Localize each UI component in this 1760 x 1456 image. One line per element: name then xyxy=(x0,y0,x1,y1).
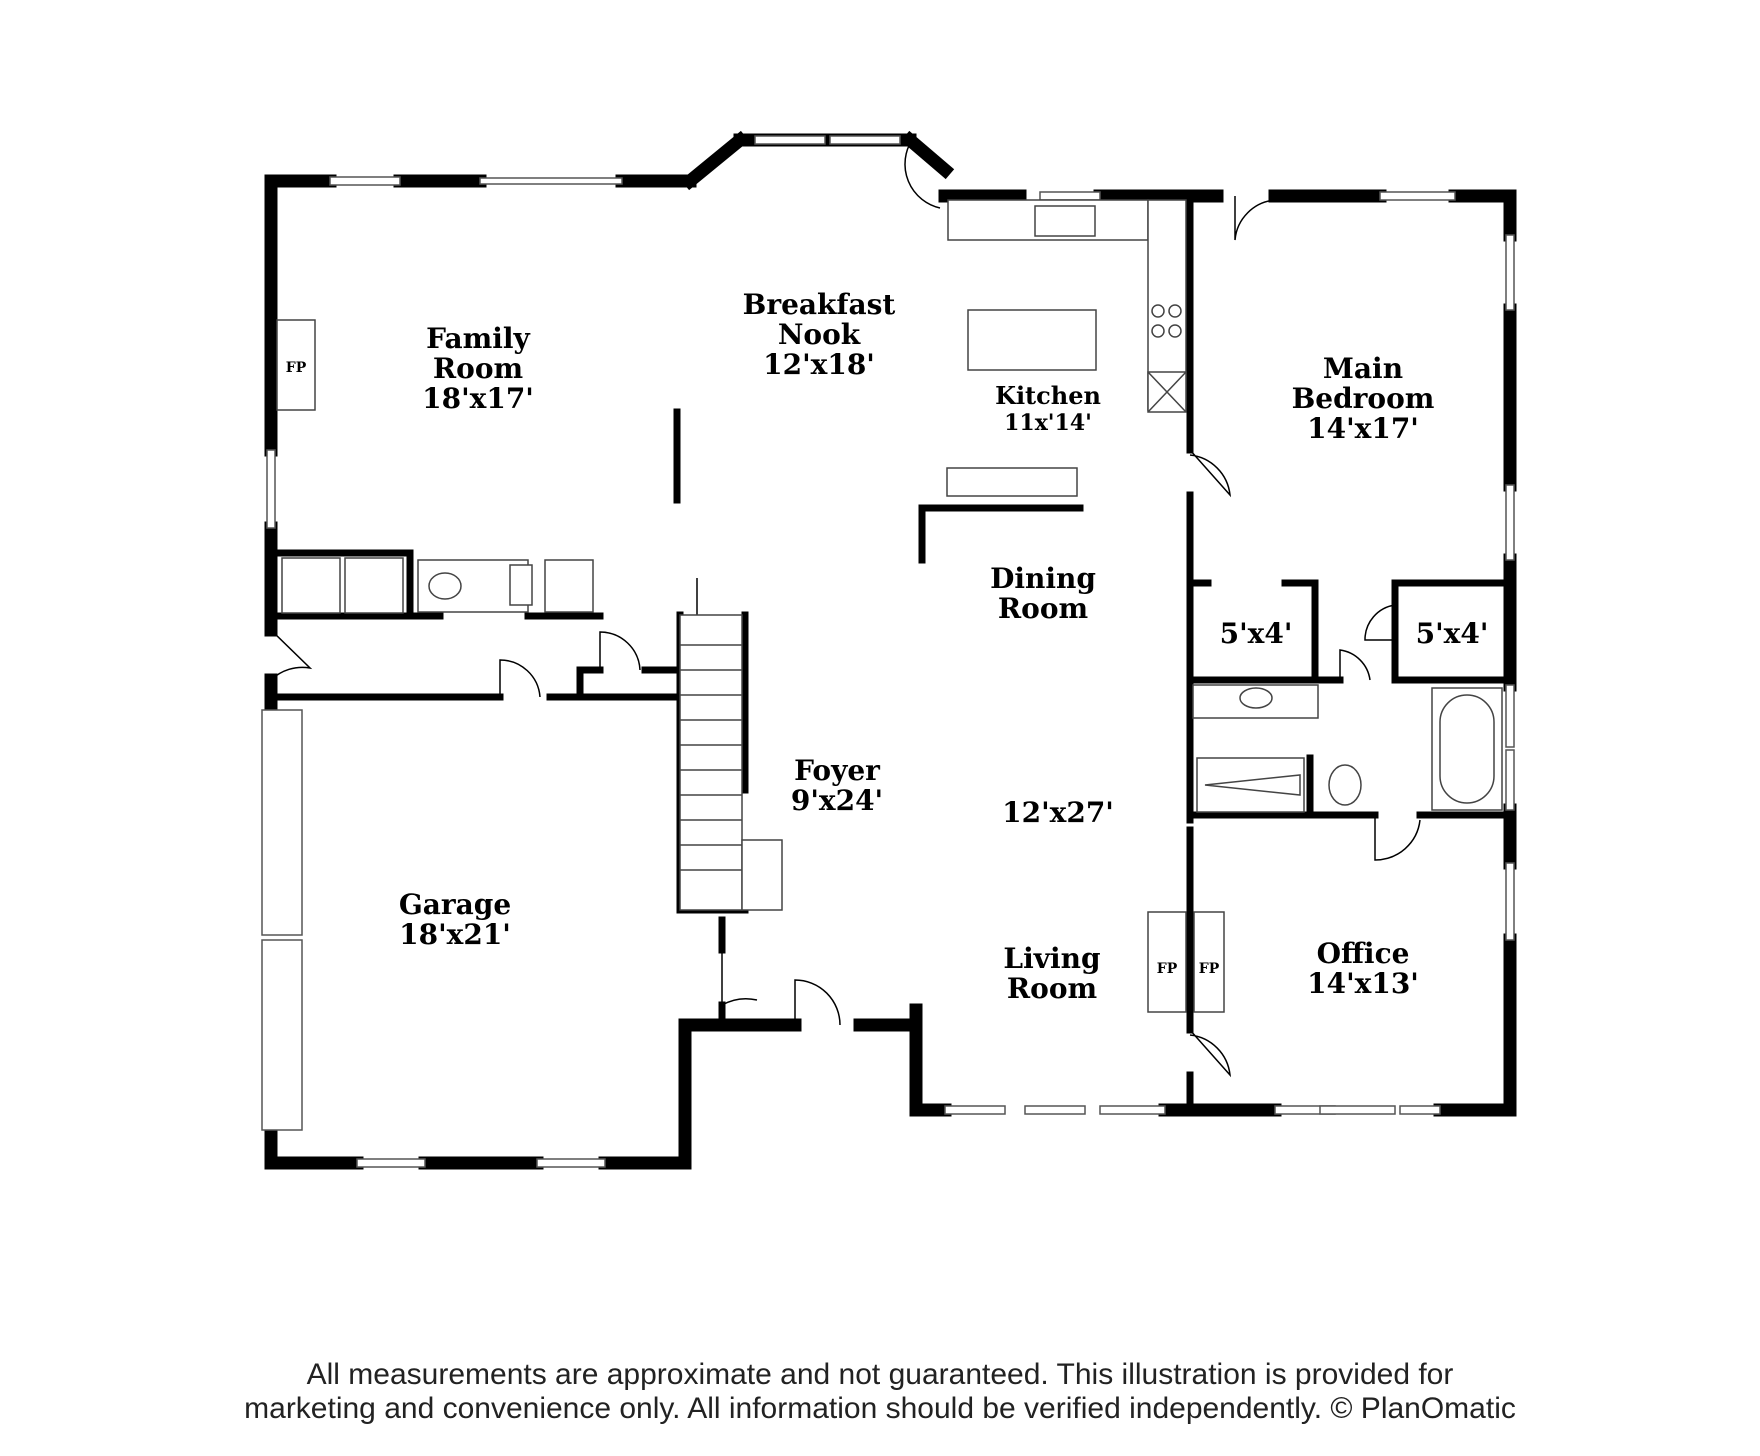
room-dimensions: 18'x21' xyxy=(399,918,511,951)
kitchen-label: Kitchen 11x'14' xyxy=(995,381,1101,436)
room-dimensions: 11x'14' xyxy=(1004,410,1092,436)
room-name: Family xyxy=(426,322,530,355)
floor-plan: FP FP FP Family Room 18'x17' Breakfast N… xyxy=(261,130,1517,1170)
dining-room-label: Dining Room xyxy=(990,562,1096,625)
room-name: Office xyxy=(1317,937,1410,970)
room-name: Main xyxy=(1323,352,1403,385)
room-dimensions: 18'x17' xyxy=(422,382,534,415)
disclaimer-line: marketing and convenience only. All info… xyxy=(244,1392,1516,1425)
fireplace-label-living: FP xyxy=(1157,961,1178,977)
foyer-label: Foyer 9'x24' xyxy=(791,754,883,817)
fireplace-label-family: FP xyxy=(286,360,307,376)
room-dimensions: 12'x18' xyxy=(763,348,875,381)
main-bedroom-label: Main Bedroom 14'x17' xyxy=(1292,352,1435,445)
exterior-walls xyxy=(264,130,1517,1170)
office-label: Office 14'x13' xyxy=(1307,937,1419,1000)
breakfast-nook-label: Breakfast Nook 12'x18' xyxy=(743,288,896,381)
closet-left-dimensions: 5'x4' xyxy=(1220,617,1293,650)
disclaimer-footer: All measurements are approximate and not… xyxy=(0,1358,1760,1426)
room-name: Bedroom xyxy=(1292,382,1435,415)
room-name: Dining xyxy=(990,562,1096,595)
room-name: Room xyxy=(998,592,1088,625)
room-name: Living xyxy=(1003,942,1100,975)
living-room-label: Living Room xyxy=(1003,942,1100,1005)
fireplace-label-office: FP xyxy=(1199,961,1220,977)
room-name: Nook xyxy=(778,318,861,351)
room-dimensions: 14'x17' xyxy=(1307,412,1419,445)
living-dining-dimensions: 12'x27' xyxy=(1002,796,1114,829)
family-room-label: Family Room 18'x17' xyxy=(422,322,534,415)
room-name: Room xyxy=(433,352,523,385)
room-dimensions: 14'x13' xyxy=(1307,967,1419,1000)
windows xyxy=(261,135,1515,1168)
closet-right-dimensions: 5'x4' xyxy=(1416,617,1489,650)
disclaimer-line: All measurements are approximate and not… xyxy=(306,1358,1454,1391)
room-dimensions: 9'x24' xyxy=(791,784,883,817)
room-name: Foyer xyxy=(794,754,881,787)
room-name: Room xyxy=(1007,972,1097,1005)
room-name: Breakfast xyxy=(743,288,896,321)
garage-label: Garage 18'x21' xyxy=(399,888,511,951)
room-name: Garage xyxy=(399,888,511,921)
room-name: Kitchen xyxy=(995,381,1101,410)
fixtures xyxy=(276,199,1503,1013)
